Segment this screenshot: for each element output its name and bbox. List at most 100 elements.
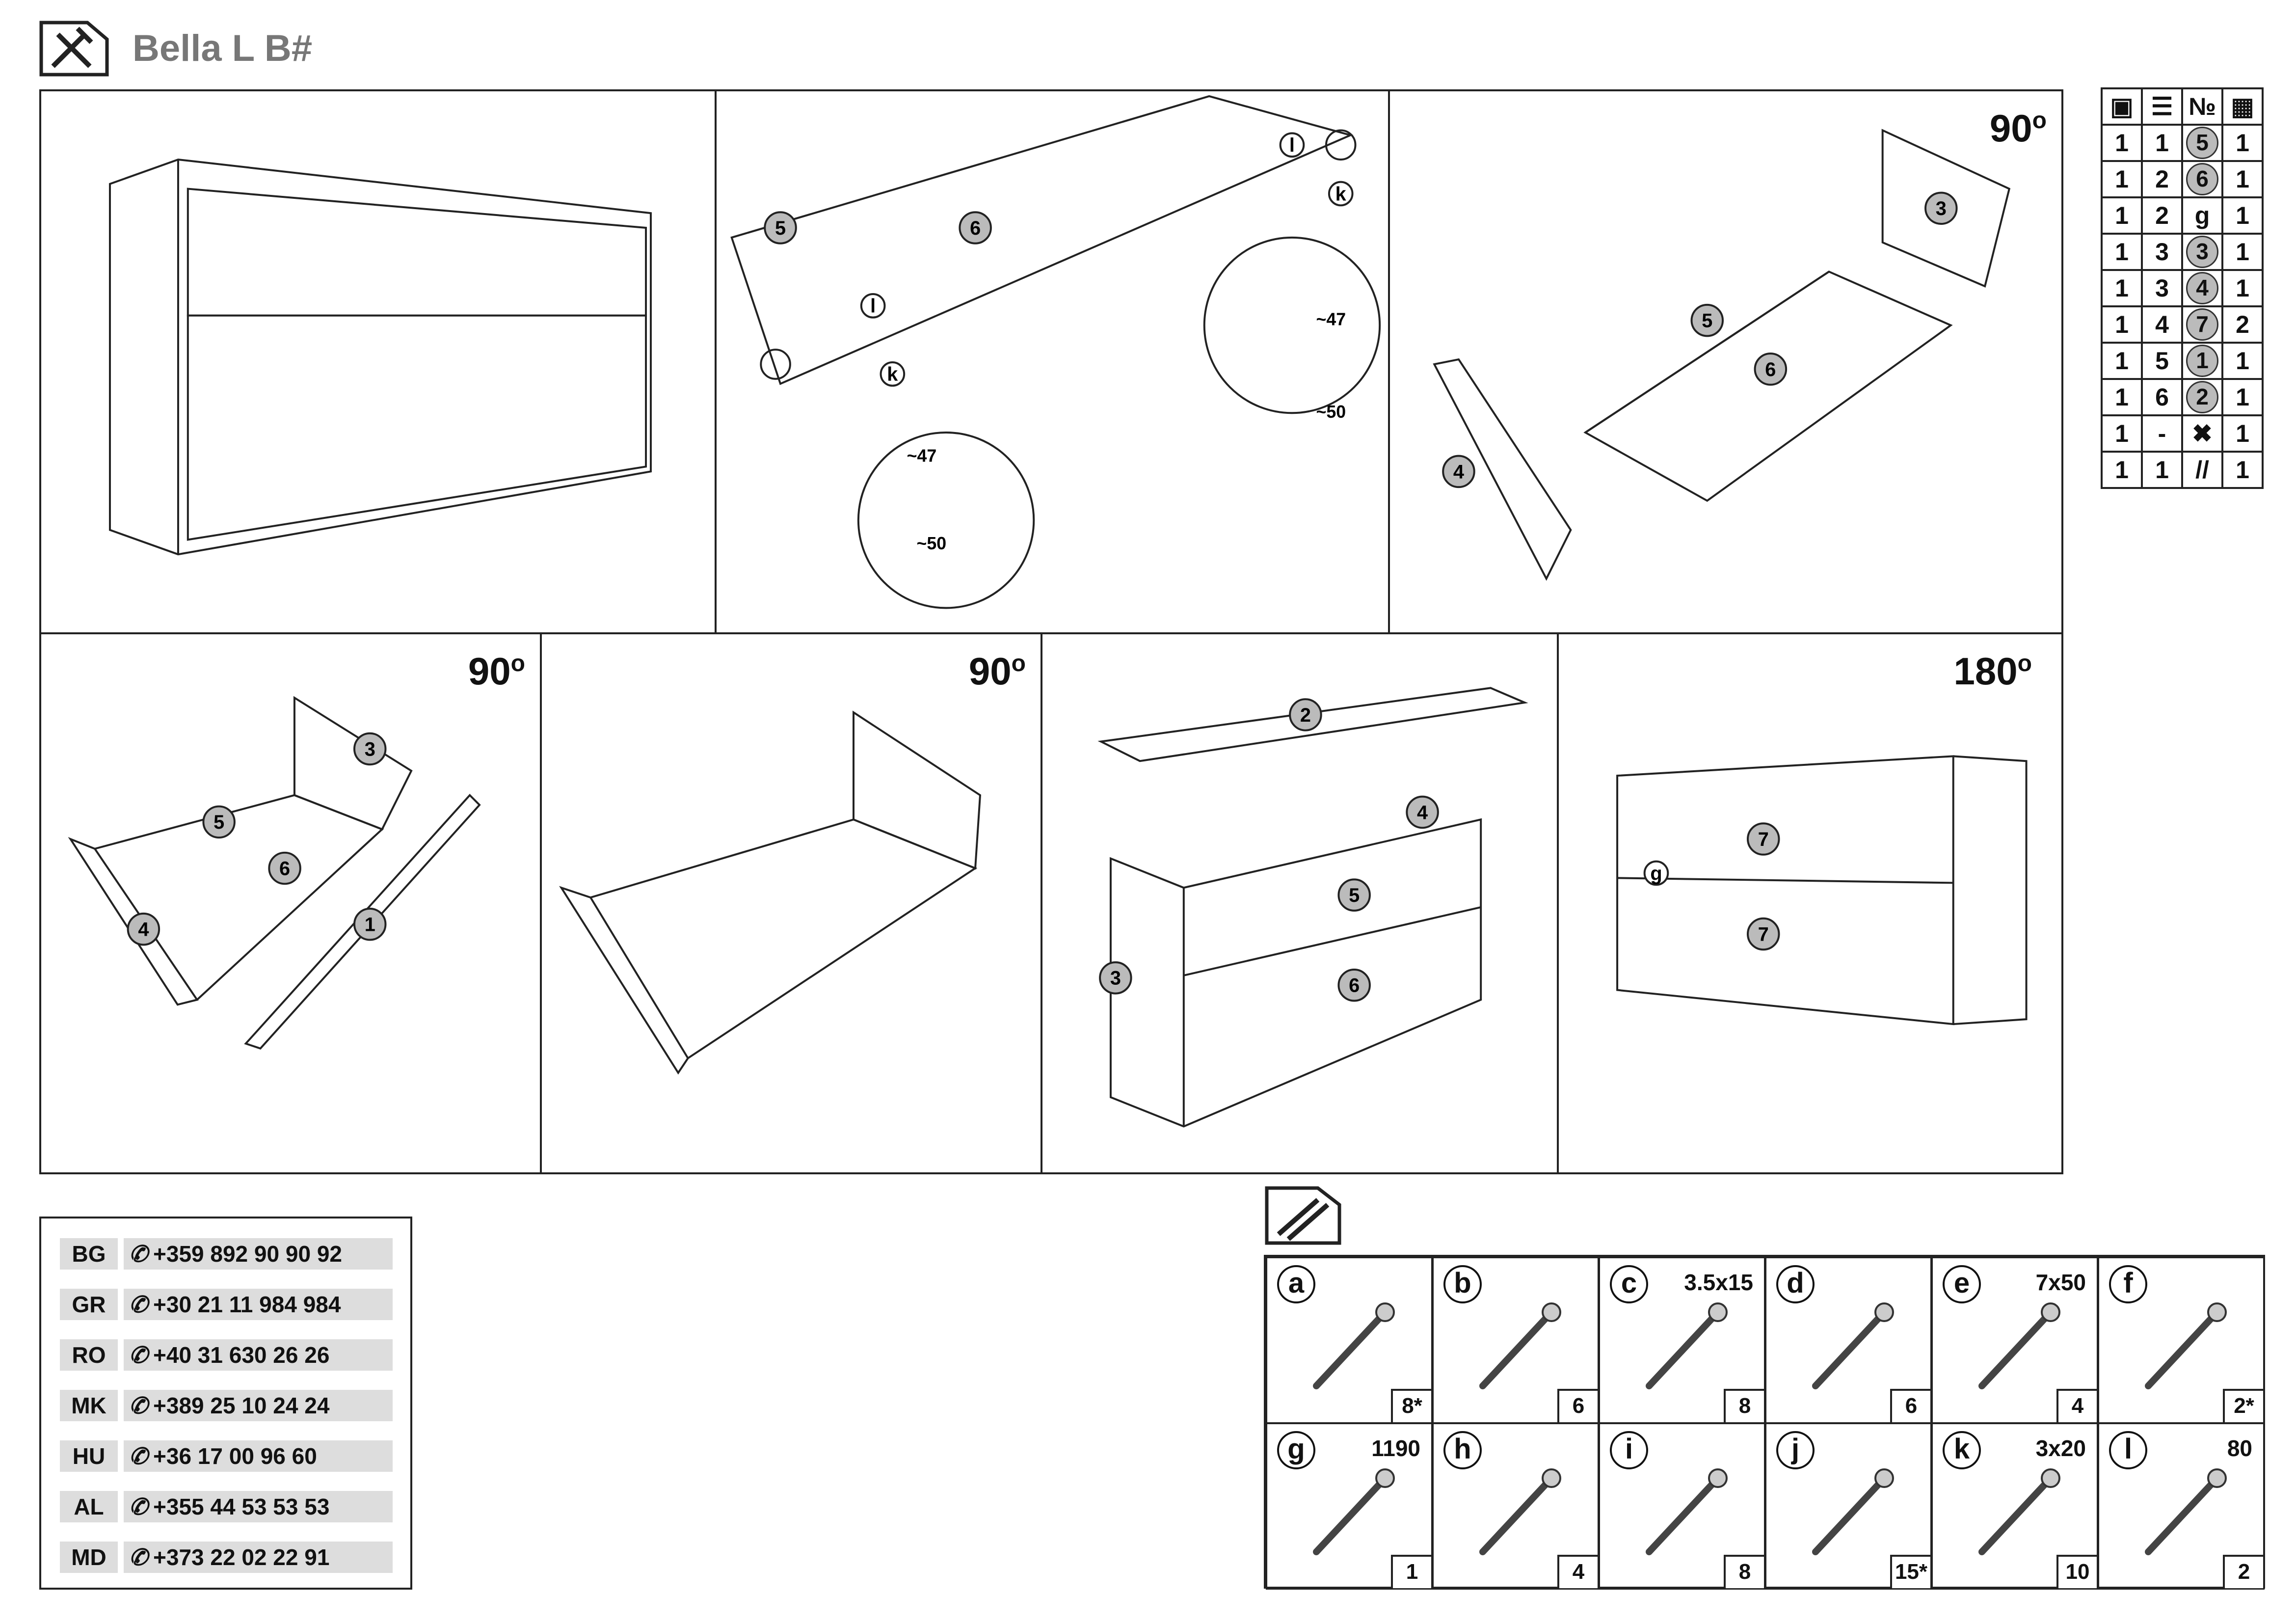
hardware-qty: 15* <box>1890 1555 1930 1588</box>
hardware-icon: // <box>2181 451 2223 489</box>
step-5-drawing <box>559 710 982 1075</box>
hardware-size: 7x50 <box>2035 1270 2086 1295</box>
step-3-label-3: 3 <box>1936 198 1947 219</box>
phone-row: GR✆+30 21 11 984 984 <box>60 1289 393 1320</box>
hardware-letter: g <box>1277 1431 1315 1469</box>
hardware-letter: f <box>2109 1265 2147 1303</box>
hardware-qty: 2* <box>2223 1389 2263 1422</box>
support-phones: BG✆+359 892 90 90 92 GR✆+30 21 11 984 98… <box>39 1217 412 1590</box>
hardware-cell-c: c 3.5x15 8 <box>1599 1257 1765 1424</box>
leg-icon <box>1479 1468 1561 1555</box>
step-2-label-k: k <box>1335 183 1347 205</box>
step-4-label-4: 4 <box>138 919 149 940</box>
hardware-qty: 8* <box>1391 1389 1431 1422</box>
step-3-label-5: 5 <box>1702 310 1712 332</box>
hardware-qty: 10 <box>2056 1555 2097 1588</box>
part-chip: 7 <box>2186 308 2218 341</box>
tools-icon: ✖ <box>2181 414 2223 453</box>
step-4-label-6: 6 <box>279 858 290 879</box>
magnet-catch-icon <box>2145 1302 2227 1389</box>
hardware-qty: 8 <box>1724 1389 1764 1422</box>
step-7-label-7a: 7 <box>1758 829 1769 850</box>
screw-icon <box>1646 1302 1728 1389</box>
glide-nail-icon <box>1812 1302 1894 1389</box>
part-chip: 3 <box>2186 236 2218 268</box>
step-7-drawing: 7 7 g <box>1616 755 2028 1026</box>
step-6-label-5: 5 <box>1349 885 1360 906</box>
part-chip: 6 <box>2186 163 2218 195</box>
hardware-qty: 4 <box>2056 1389 2097 1422</box>
step-2-label-l: l <box>1289 135 1295 156</box>
hardware-icon <box>1265 1186 1341 1245</box>
page-title: Bella L B# <box>133 27 313 69</box>
degree-sign: o <box>510 650 525 677</box>
step-7-label-g: g <box>1650 863 1662 884</box>
step-6-label-3: 3 <box>1110 968 1121 989</box>
phone-icon: ✆ <box>129 1494 148 1519</box>
phone-icon: ✆ <box>129 1443 148 1469</box>
step-1-drawing <box>108 158 652 556</box>
step-4-rotation: 90 <box>468 650 511 693</box>
step-7: 7 7 g 180o <box>1557 632 2063 1174</box>
step-7-rotation: 180 <box>1953 650 2018 693</box>
part-chip: 5 <box>2186 127 2218 159</box>
step-3-rotation: 90 <box>1989 107 2032 150</box>
degree-sign: o <box>2017 650 2032 677</box>
phone-icon: ✆ <box>129 1544 148 1570</box>
part-chip: 2 <box>2186 381 2218 413</box>
phone-row: HU✆+36 17 00 96 60 <box>60 1440 393 1472</box>
hardware-letter: h <box>1443 1431 1482 1469</box>
package-icon: ▣ <box>2101 87 2143 126</box>
hardware-letter: a <box>1277 1265 1315 1303</box>
step-3-label-6: 6 <box>1765 359 1776 380</box>
hardware-cell-a: a 8* <box>1266 1257 1433 1424</box>
degree-sign: o <box>2032 108 2047 134</box>
part-id: g <box>2181 196 2223 235</box>
phone-icon: ✆ <box>129 1241 148 1267</box>
cam-lock-icon <box>1313 1302 1395 1389</box>
phone-icon: ✆ <box>129 1292 148 1317</box>
step-3: 3 5 6 4 90o <box>1388 89 2063 634</box>
nail-icon <box>1812 1468 1894 1555</box>
phone-row: MK✆+389 25 10 24 24 <box>60 1390 393 1421</box>
count-icon: ▦ <box>2221 87 2264 126</box>
long-screw-icon <box>1978 1302 2060 1389</box>
hardware-size: 3.5x15 <box>1684 1270 1753 1295</box>
phone-icon: ✆ <box>129 1393 148 1418</box>
hardware-cell-e: e 7x50 4 <box>1931 1257 2098 1424</box>
hardware-size: 80 <box>2227 1435 2252 1461</box>
step-2-dim-50b: ~50 <box>1316 402 1346 422</box>
step-2-label-l2: l <box>870 296 876 317</box>
phone-row: AL✆+355 44 53 53 53 <box>60 1491 393 1522</box>
step-4: 3 5 6 4 1 90o <box>39 632 542 1174</box>
step-7-label-7b: 7 <box>1758 923 1769 945</box>
parts-table-header: ▣ ☰ № ▦ <box>2101 87 2264 126</box>
hardware-letter: e <box>1943 1265 1981 1303</box>
rotate-180-icon: 180o <box>1954 649 2032 694</box>
hardware-qty: 4 <box>1557 1555 1598 1588</box>
phone-row: MD✆+373 22 02 22 91 <box>60 1542 393 1573</box>
rotate-90-icon: 90o <box>969 649 1026 694</box>
step-4-label-1: 1 <box>365 914 375 936</box>
step-4-label-3: 3 <box>365 738 375 760</box>
step-6: 2 4 5 6 3 <box>1041 632 1559 1174</box>
hardware-letter: c <box>1610 1265 1648 1303</box>
step-2-dim-47b: ~47 <box>1316 310 1346 329</box>
hardware-qty: 1 <box>1391 1555 1431 1588</box>
hardware-letter: j <box>1776 1431 1815 1469</box>
profile-icon <box>1313 1468 1395 1555</box>
phone-row: BG✆+359 892 90 90 92 <box>60 1238 393 1270</box>
step-6-label-6: 6 <box>1349 975 1360 997</box>
table-row: 1-✖1 <box>2101 414 2264 453</box>
